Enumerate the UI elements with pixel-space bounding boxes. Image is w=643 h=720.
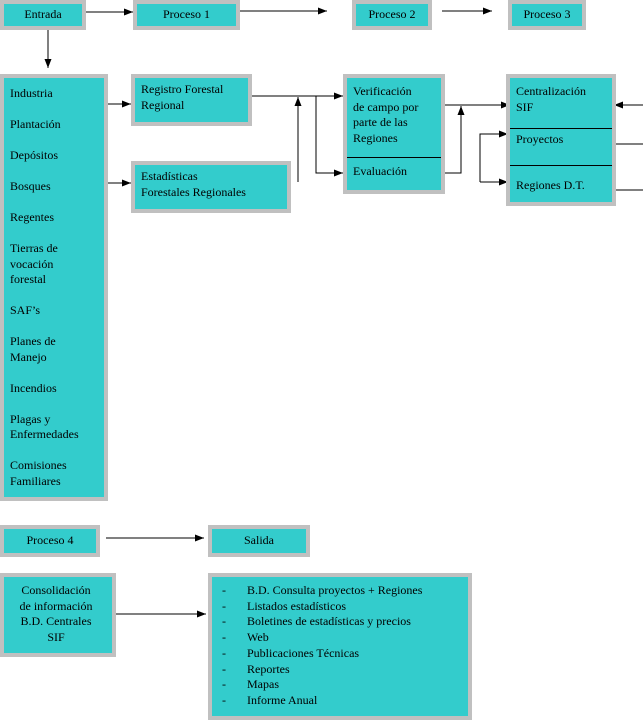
salida-list-item: - Boletines de estadísticas y precios: [212, 614, 462, 629]
verificacion-line-1: Verificación: [353, 84, 412, 98]
salida-item-text: Mapas: [247, 677, 279, 692]
salida-item-text: Reportes: [247, 661, 290, 676]
input-item-line: Depósitos: [10, 148, 58, 162]
input-item-line: SAF’s: [10, 303, 41, 317]
salida-list-item: - Listados estadísticos: [212, 599, 462, 614]
estadisticas-line-1: Estadísticas: [141, 169, 198, 183]
bullet: -: [222, 661, 226, 676]
salida-item-text: Listados estadísticos: [247, 598, 346, 613]
proyectos-section: Proyectos: [510, 132, 612, 148]
input-item-line: Comisiones: [10, 458, 67, 472]
centralizacion-divider-2: [510, 165, 612, 166]
proceso3-header: Proceso 3: [508, 0, 586, 30]
input-item-line: Planes de: [10, 334, 56, 348]
salida-item-text: Web: [247, 630, 269, 645]
regiones-section: Regiones D.T.: [510, 178, 612, 194]
salida-list-item: - B.D. Consulta proyectos + Regiones: [212, 583, 462, 598]
input-item: Depósitos: [10, 148, 58, 164]
salida-item-text: B.D. Consulta proyectos + Regiones: [247, 583, 423, 597]
proceso1-header: Proceso 1: [133, 0, 240, 30]
input-item: Regentes: [10, 210, 54, 226]
proceso2-label: Proceso 2: [368, 7, 416, 22]
salida-list-item: - Informe Anual: [212, 693, 462, 708]
bullet: -: [222, 692, 226, 707]
consolidacion-line-1: Consolidación: [21, 583, 91, 597]
input-item-line: Industria: [10, 86, 53, 100]
input-item-line: Familiares: [10, 473, 61, 488]
salida-label: Salida: [244, 533, 274, 548]
arrow-loop-proyectos: [479, 130, 508, 182]
input-item: Plantación: [10, 117, 61, 133]
input-item-line: Incendios: [10, 380, 57, 395]
centralizacion-line-2: SIF: [516, 99, 534, 114]
input-item-line: Manejo: [10, 349, 47, 364]
centralizacion-section: Centralización SIF: [510, 84, 612, 115]
proyectos-label: Proyectos: [516, 132, 564, 146]
input-item: Bosques: [10, 179, 51, 195]
consolidacion-text: Consolidación de información B.D. Centra…: [10, 583, 102, 645]
salida-header: Salida: [208, 525, 310, 557]
consolidacion-line-4: SIF: [47, 629, 65, 644]
input-item-line: Tierras de: [10, 241, 58, 255]
entrada-label: Entrada: [24, 7, 62, 22]
entrada-header: Entrada: [0, 0, 86, 30]
proceso1-label: Proceso 1: [163, 7, 210, 22]
centralizacion-divider-1: [510, 128, 612, 129]
input-item-line: Enfermedades: [10, 427, 79, 441]
verificacion-line-2: de campo por: [353, 99, 419, 114]
salida-item-text: Informe Anual: [247, 692, 318, 707]
registro-box: Registro Forestal Regional: [131, 74, 252, 126]
consolidacion-line-3: B.D. Centrales: [20, 614, 92, 628]
bullet: -: [222, 630, 226, 645]
consolidacion-line-2: de información: [19, 598, 93, 613]
input-item: SAF’s: [10, 303, 40, 319]
input-item-line: Plantación: [10, 117, 61, 131]
verificacion-divider: [347, 157, 441, 158]
verificacion-section: Verificación de campo por parte de las R…: [347, 84, 441, 146]
proceso2-header: Proceso 2: [352, 0, 432, 30]
bullet: -: [222, 645, 226, 660]
verificacion-line-3: parte de las: [353, 115, 408, 129]
input-item-line: Regentes: [10, 210, 54, 224]
salida-list-item: - Web: [212, 630, 462, 645]
salida-item-text: Publicaciones Técnicas: [247, 645, 360, 660]
evaluacion-label: Evaluación: [353, 164, 407, 178]
bullet: -: [222, 583, 226, 597]
input-item-line: Bosques: [10, 179, 51, 193]
registro-line-1: Registro Forestal: [141, 82, 224, 96]
centralizacion-line-1: Centralización: [516, 84, 586, 98]
salida-list-item: - Mapas: [212, 677, 462, 692]
arrow-evaluacion-out: [445, 106, 465, 174]
centralizacion-box: Centralización SIF Proyectos Regiones D.…: [506, 74, 616, 206]
salida-list-item: - Publicaciones Técnicas: [212, 646, 462, 661]
bullet: -: [222, 598, 226, 613]
estadisticas-box: Estadísticas Forestales Regionales: [131, 161, 291, 213]
input-item: Industria: [10, 86, 53, 102]
arrow-to-evaluacion: [315, 96, 343, 177]
salida-list-box: - B.D. Consulta proyectos + Regiones - List…: [208, 573, 472, 720]
estadisticas-line-2: Forestales Regionales: [141, 184, 246, 199]
salida-item-text: Boletines de estadísticas y precios: [247, 614, 411, 629]
verificacion-line-4: Regiones: [353, 130, 398, 145]
input-item-line: vocación: [10, 256, 54, 271]
consolidacion-box: Consolidación de información B.D. Centra…: [0, 573, 116, 657]
input-item: Incendios: [10, 381, 57, 397]
proceso3-label: Proceso 3: [523, 7, 571, 22]
bullet: -: [222, 677, 226, 692]
evaluacion-section: Evaluación: [347, 164, 441, 180]
input-item-line: Plagas y: [10, 411, 51, 426]
registro-line-2: Regional: [141, 97, 185, 112]
proceso4-label: Proceso 4: [26, 533, 74, 548]
proceso4-header: Proceso 4: [0, 525, 100, 557]
salida-list-item: - Reportes: [212, 662, 462, 677]
regiones-label: Regiones D.T.: [516, 178, 585, 192]
verificacion-box: Verificación de campo por parte de las R…: [343, 74, 445, 194]
bullet: -: [222, 614, 226, 629]
input-item-line: forestal: [10, 272, 46, 286]
